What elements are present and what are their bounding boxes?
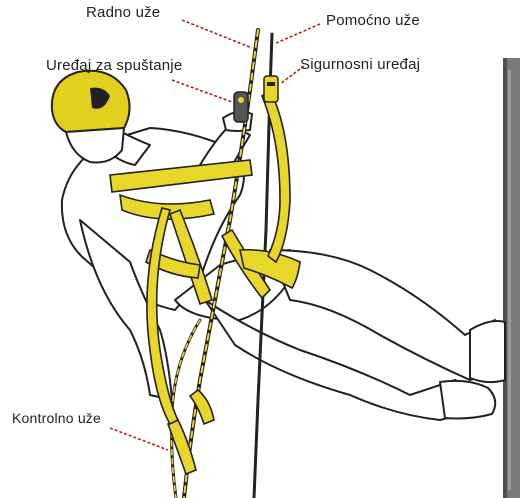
descender-device (234, 92, 248, 122)
label-backup-rope: Pomoćno uže (326, 12, 420, 29)
label-control-rope: Kontrolno uže (12, 410, 101, 426)
label-working-rope: Radno uže (86, 4, 160, 21)
label-safety-device: Sigurnosni uređaj (300, 56, 420, 73)
helmet (52, 71, 130, 163)
safety-device (264, 76, 278, 102)
wall (503, 58, 520, 498)
label-descender: Uređaj za spuštanje (46, 57, 182, 74)
